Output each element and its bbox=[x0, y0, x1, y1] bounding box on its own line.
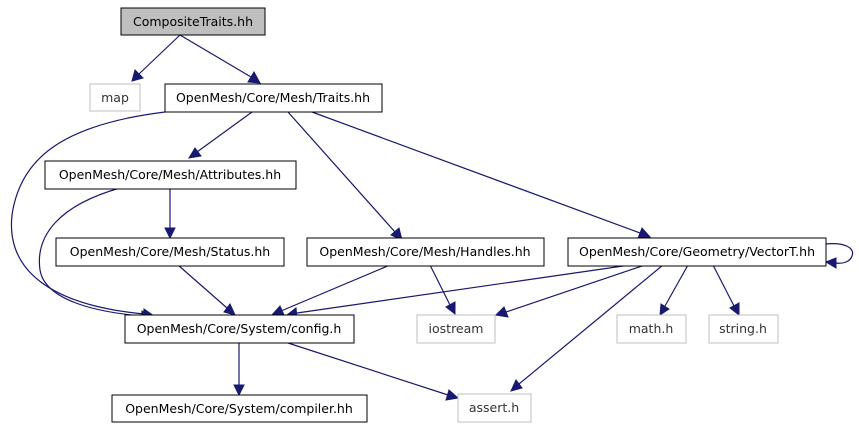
edge-traits-to-attributes bbox=[188, 111, 253, 159]
node-attributes[interactable]: OpenMesh/Core/Mesh/Attributes.hh bbox=[44, 160, 297, 190]
edge-compositetraits-to-traits bbox=[179, 34, 261, 84]
node-composite-traits[interactable]: CompositeTraits.hh bbox=[120, 7, 266, 36]
edge-vectort-to-iostream bbox=[494, 264, 646, 318]
node-label: map bbox=[101, 90, 129, 105]
node-label: OpenMesh/Core/Mesh/Attributes.hh bbox=[59, 167, 281, 182]
edge-handles-to-iostream bbox=[429, 264, 456, 316]
node-label: OpenMesh/Core/Mesh/Status.hh bbox=[70, 244, 270, 259]
edge-vectort-to-assert bbox=[510, 264, 664, 392]
edge-vectort-to-string bbox=[712, 264, 740, 317]
node-label: assert.h bbox=[469, 400, 519, 415]
node-traits[interactable]: OpenMesh/Core/Mesh/Traits.hh bbox=[164, 83, 383, 113]
edge-config-to-compiler bbox=[233, 343, 245, 397]
node-map[interactable]: map bbox=[89, 83, 141, 112]
edge-attributes-to-status bbox=[164, 189, 176, 240]
edge-traits-to-handles bbox=[287, 111, 403, 241]
node-assert[interactable]: assert.h bbox=[457, 393, 532, 423]
node-label: OpenMesh/Core/System/config.h bbox=[137, 321, 342, 336]
node-config[interactable]: OpenMesh/Core/System/config.h bbox=[124, 314, 355, 344]
edge-vectort-self-loop bbox=[824, 243, 854, 269]
node-iostream[interactable]: iostream bbox=[416, 314, 496, 344]
node-label: CompositeTraits.hh bbox=[133, 14, 253, 29]
node-vectort[interactable]: OpenMesh/Core/Geometry/VectorT.hh bbox=[567, 237, 827, 267]
edge-vectort-to-math bbox=[659, 264, 689, 316]
edge-traits-to-config bbox=[10, 111, 166, 321]
edge-compositetraits-to-map bbox=[131, 34, 181, 82]
edge-status-to-config bbox=[177, 264, 236, 316]
node-compiler[interactable]: OpenMesh/Core/System/compiler.hh bbox=[111, 394, 368, 423]
edge-vectort-to-config bbox=[285, 264, 631, 319]
node-label: OpenMesh/Core/System/compiler.hh bbox=[125, 401, 353, 416]
node-label: OpenMesh/Core/Geometry/VectorT.hh bbox=[579, 244, 815, 259]
node-label: string.h bbox=[719, 321, 767, 336]
node-label: OpenMesh/Core/Mesh/Handles.hh bbox=[319, 244, 530, 259]
node-handles[interactable]: OpenMesh/Core/Mesh/Handles.hh bbox=[306, 237, 545, 267]
edge-traits-to-vectort bbox=[311, 111, 652, 239]
edge-config-to-assert bbox=[287, 342, 460, 401]
node-math[interactable]: math.h bbox=[616, 314, 687, 344]
node-string[interactable]: string.h bbox=[708, 314, 779, 344]
node-label: OpenMesh/Core/Mesh/Traits.hh bbox=[176, 90, 370, 105]
node-status[interactable]: OpenMesh/Core/Mesh/Status.hh bbox=[55, 237, 285, 267]
node-label: iostream bbox=[429, 321, 484, 336]
node-label: math.h bbox=[629, 321, 674, 336]
